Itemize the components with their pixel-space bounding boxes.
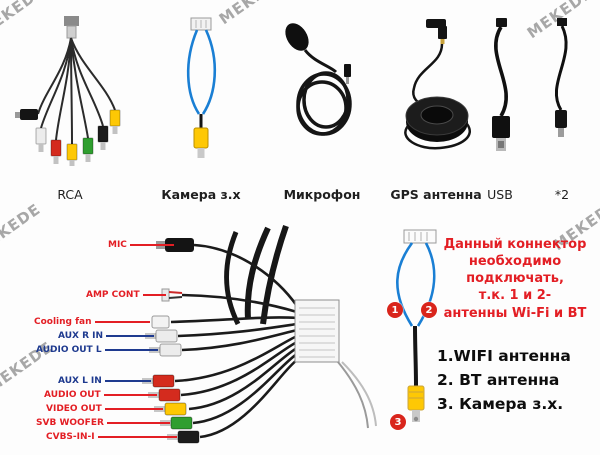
- harness-label-cooling-fan: Cooling fan: [34, 316, 150, 328]
- leader-line: [97, 436, 177, 438]
- harness-label-amp-cont: AMP CONT: [86, 289, 166, 301]
- harness-label-text: AUX L IN: [58, 376, 102, 386]
- legend-item-camera: 3. Камера з.х.: [437, 395, 564, 414]
- marker-bt-antenna: 2: [421, 302, 437, 318]
- rca-cable-bundle-graphic: [15, 16, 121, 166]
- harness-label-text: AUX R IN: [58, 331, 104, 341]
- harness-label-svb-woofer: SVB WOOFER: [36, 417, 170, 429]
- harness-label-video-out: VIDEO OUT: [46, 403, 163, 415]
- leader-line: [104, 408, 163, 410]
- gps-antenna-graphic: [404, 19, 471, 150]
- harness-label-text: VIDEO OUT: [46, 404, 102, 414]
- leader-line: [104, 380, 151, 382]
- leader-line: [103, 394, 157, 396]
- harness-label-text: CVBS-IN-I: [46, 432, 95, 442]
- product-label-gps: GPS антенна: [390, 187, 482, 202]
- note-line: подключать,: [466, 271, 564, 287]
- harness-label-text: SVB WOOFER: [36, 418, 104, 428]
- note-line: Данный коннектор: [443, 237, 587, 252]
- leader-line: [106, 422, 170, 424]
- note-line: т.к. 1 и 2-: [478, 288, 552, 304]
- extra-cable-graphic: [554, 18, 568, 137]
- microphone-graphic: [285, 23, 352, 136]
- usb-cable-graphic: [492, 18, 510, 151]
- leader-line: [94, 321, 150, 323]
- product-rear-camera-cable: Камера з.х: [156, 16, 246, 202]
- wiring-harness-graphic: [142, 225, 377, 444]
- harness-label-text: AUDIO OUT L: [36, 345, 102, 355]
- harness-label-mic: MIC: [108, 239, 174, 251]
- harness-label-text: AMP CONT: [86, 290, 140, 300]
- harness-label-cvbs-in: CVBS-IN-I: [46, 431, 177, 443]
- leader-line: [129, 244, 174, 246]
- harness-label-text: Cooling fan: [34, 317, 92, 327]
- harness-label-audio-out: AUDIO OUT: [44, 389, 157, 401]
- harness-label-text: MIC: [108, 240, 127, 250]
- harness-label-aux-r-in: AUX R IN: [58, 330, 154, 342]
- product-rca: RCA: [10, 16, 130, 202]
- harness-label-text: AUDIO OUT: [44, 390, 101, 400]
- leader-line: [142, 294, 166, 296]
- product-gps-antenna: GPS антенна: [383, 16, 489, 202]
- marker-camera: 3: [390, 414, 406, 430]
- leader-line: [106, 335, 154, 337]
- legend-item-wifi: 1.WIFI антенна: [437, 347, 571, 365]
- product-label-x2: *2: [554, 187, 570, 202]
- product-label-rca: RCA: [57, 187, 83, 202]
- product-extra-cable: *2: [535, 16, 589, 202]
- product-usb-cable: USB: [475, 16, 525, 202]
- legend-item-bt: 2. BT антенна: [437, 371, 560, 390]
- product-label-microphone: Микрофон: [283, 187, 361, 202]
- product-microphone: Микрофон: [270, 16, 374, 202]
- note-line: необходимо: [468, 254, 562, 270]
- camera-cable-graphic: [186, 17, 217, 158]
- marker-wifi-antenna: 1: [387, 302, 403, 318]
- connector-note: Данный коннектор необходимо подключать, …: [434, 236, 596, 322]
- harness-label-audio-out-l: AUDIO OUT L: [36, 344, 158, 356]
- note-line: антенны Wi-Fi и BT: [443, 305, 587, 321]
- harness-label-aux-l-in: AUX L IN: [58, 375, 151, 387]
- antenna-legend-list: 1.WIFI антенна 2. BT антенна 3. Камера з…: [437, 344, 571, 416]
- leader-line: [104, 349, 158, 351]
- product-label-camera: Камера з.х: [161, 187, 241, 202]
- watermark: MEKEDE: [0, 199, 45, 259]
- product-label-usb: USB: [487, 187, 513, 202]
